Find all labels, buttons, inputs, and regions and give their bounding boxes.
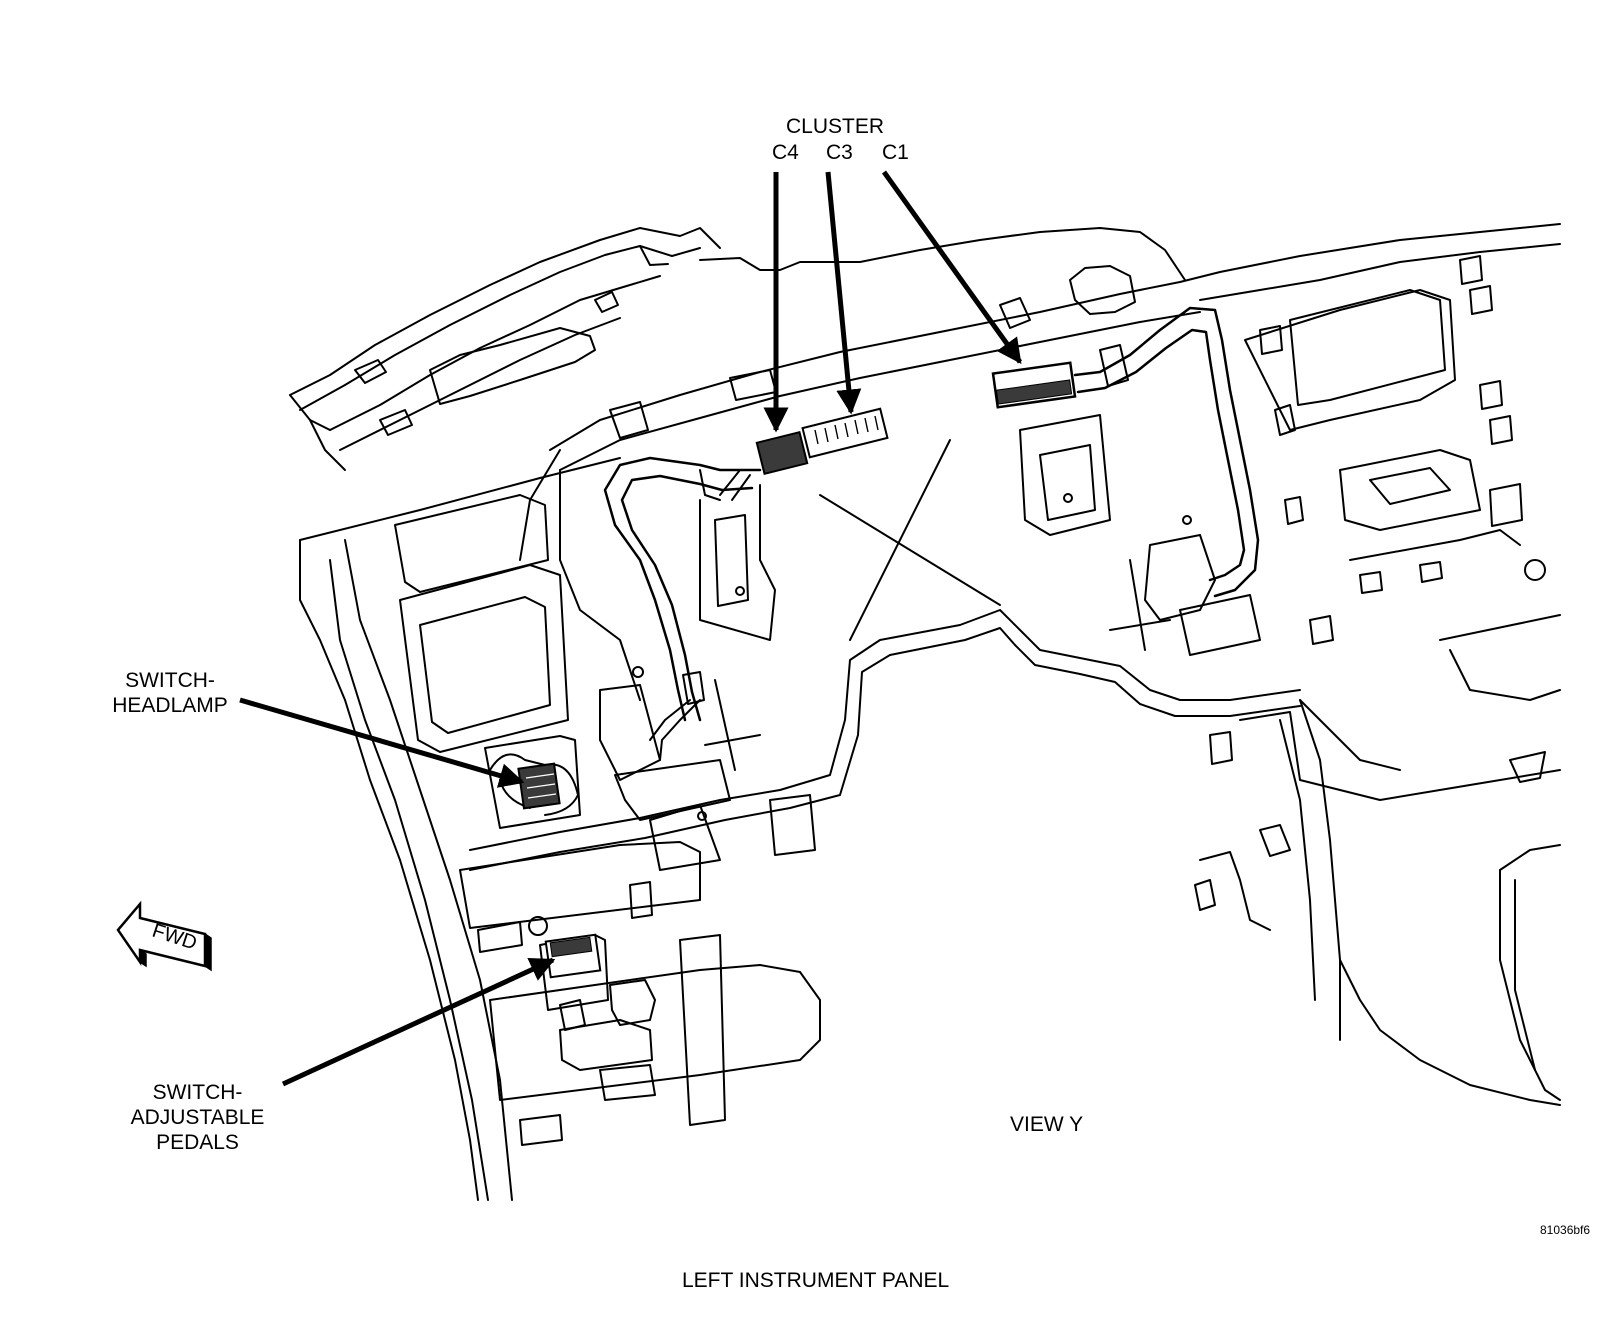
headlamp-callout-arrow bbox=[239, 697, 525, 788]
c1-label: C1 bbox=[882, 141, 909, 164]
figure-id: 81036bf6 bbox=[1540, 1223, 1591, 1237]
pedals-callout-arrow bbox=[281, 957, 556, 1087]
cluster-c1-connector bbox=[991, 361, 1077, 409]
switch-headlamp-label: SWITCH- HEADLAMP bbox=[100, 668, 240, 718]
center-bracket bbox=[559, 414, 1261, 871]
center-stack bbox=[1194, 243, 1561, 1106]
switch-pedals-line-2: ADJUSTABLE bbox=[130, 1106, 265, 1129]
fwd-arrow-icon: FWD bbox=[116, 900, 212, 972]
pedals-switch-connector bbox=[544, 933, 602, 979]
c3-callout-arrow bbox=[825, 171, 862, 415]
switch-adjustable-pedals-label: SWITCH- ADJUSTABLE PEDALS bbox=[115, 1080, 280, 1155]
defroster-panel bbox=[289, 227, 721, 471]
cluster-label: CLUSTER bbox=[786, 115, 885, 138]
switch-pedals-line-1: SWITCH- bbox=[152, 1081, 243, 1104]
pedals-switch-area bbox=[528, 916, 656, 1031]
switch-headlamp-line-1: SWITCH- bbox=[125, 669, 215, 692]
switch-headlamp-line-2: HEADLAMP bbox=[112, 694, 228, 717]
figure-caption: LEFT INSTRUMENT PANEL bbox=[682, 1269, 950, 1292]
cluster-c4-connector bbox=[755, 430, 809, 476]
instrument-panel-body bbox=[299, 457, 821, 1201]
c1-callout-arrow bbox=[881, 170, 1023, 365]
cluster-c3-connector bbox=[801, 407, 889, 459]
view-label: VIEW Y bbox=[1010, 1113, 1084, 1136]
wiring-harness bbox=[603, 306, 1260, 761]
headlamp-switch-connector bbox=[517, 762, 561, 810]
c3-label: C3 bbox=[826, 141, 853, 164]
switch-pedals-line-3: PEDALS bbox=[156, 1131, 239, 1154]
dash-lower-edge bbox=[469, 439, 1301, 871]
c4-label: C4 bbox=[772, 141, 799, 164]
